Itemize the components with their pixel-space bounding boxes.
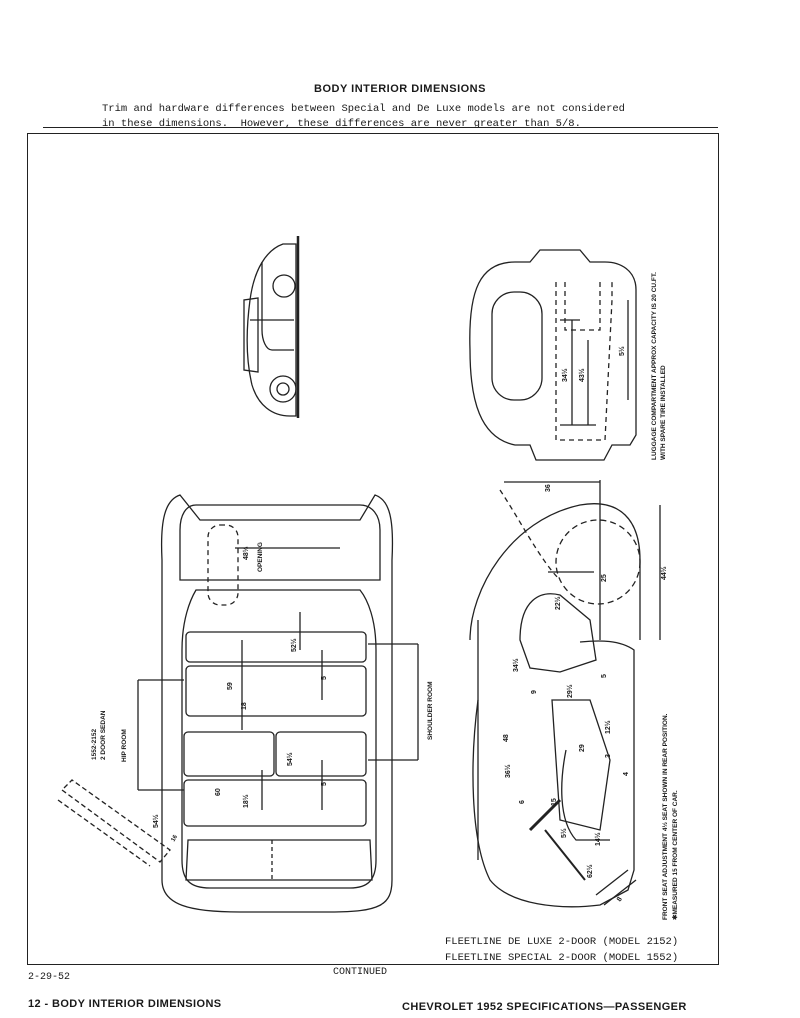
- dim-front-cushion: 18½: [242, 794, 250, 808]
- footer-publication-title: CHEVROLET 1952 SPECIFICATIONS—PASSENGER: [402, 1001, 687, 1013]
- header-rule: [43, 127, 718, 128]
- shoulder-room-label: SHOULDER ROOM: [427, 682, 434, 741]
- model-code: 1552-2152: [91, 729, 98, 760]
- dimension-note-line-1: Trim and hardware differences between Sp…: [102, 103, 625, 115]
- dim-side-5b: 5½: [560, 828, 568, 838]
- dim-front-floor: 5: [321, 782, 328, 786]
- dim-side-36: 36½: [504, 764, 512, 778]
- model-caption-special: FLEETLINE SPECIAL 2-DOOR (MODEL 1552): [445, 952, 679, 964]
- body-style: 2 DOOR SEDAN: [100, 710, 107, 760]
- dim-side-34: 34½: [512, 658, 520, 672]
- car-thumbnail: [243, 236, 300, 418]
- dim-side-14: 14½: [594, 832, 602, 846]
- dim-side-12: 12½: [604, 720, 612, 734]
- dim-side-6: 6: [519, 800, 526, 804]
- opening-label: OPENING: [257, 542, 264, 572]
- dim-trunk-depth: 5½: [618, 346, 626, 356]
- measured-from-center-note: ✱MEASURED 15 FROM CENTER OF CAR.: [671, 790, 679, 920]
- dim-side-29: 29½: [566, 684, 574, 698]
- revision-date: 2-29-52: [28, 972, 71, 983]
- dim-side-9: 9: [531, 690, 538, 694]
- dim-side-62: 62½: [586, 864, 594, 878]
- plan-view: [57, 494, 419, 913]
- dim-rear-floor: 5: [321, 676, 328, 680]
- dim-trunk-height: 34½: [561, 368, 569, 382]
- drawing-frame: [27, 133, 719, 965]
- dim-side-8: 8: [616, 896, 624, 903]
- dim-door-angle: 16: [171, 834, 180, 843]
- dim-rear-shoulder: 52½: [290, 638, 298, 652]
- dim-side-44: 44½: [660, 566, 668, 580]
- front-seat-adjustment-note: FRONT SEAT ADJUSTMENT 4½ SEAT SHOWN IN R…: [661, 713, 669, 920]
- dim-side-5: 5: [601, 674, 608, 678]
- hip-room-label: HIP ROOM: [121, 729, 128, 762]
- model-caption-deluxe: FLEETLINE DE LUXE 2-DOOR (MODEL 2152): [445, 936, 679, 948]
- dim-side-22: 22½: [554, 596, 562, 610]
- dim-side-3: 3: [605, 754, 612, 758]
- luggage-capacity-note: LUGGAGE COMPARTMENT APPROX CAPACITY IS 2…: [651, 272, 658, 460]
- footer-section-title: 12 - BODY INTERIOR DIMENSIONS: [28, 998, 222, 1010]
- dim-front-hip: 60: [215, 788, 222, 796]
- luggage-compartment-view: [469, 249, 637, 461]
- continued-label: CONTINUED: [333, 967, 388, 978]
- dim-side-48: 48: [503, 734, 510, 742]
- drawing-labels: LUGGAGE COMPARTMENT APPROX CAPACITY IS 2…: [91, 272, 679, 920]
- dim-trunk-opening: 48½: [242, 546, 250, 560]
- dim-rear-hip: 59: [227, 682, 234, 690]
- dim-front-seat-width: 54½: [286, 752, 294, 766]
- side-section-view: [469, 480, 661, 908]
- dim-trunk-height-2: 43½: [578, 368, 586, 382]
- dim-roof-length: 36: [545, 484, 552, 492]
- dim-side-29b: 29: [579, 744, 586, 752]
- dim-side-15: 15: [551, 798, 558, 806]
- dim-door: 54½: [152, 814, 160, 828]
- dim-rear-cushion: 18: [241, 702, 248, 710]
- dim-side-4: 4: [623, 772, 630, 776]
- luggage-spare-tire-note: WITH SPARE TIRE INSTALLED: [660, 365, 667, 460]
- dim-side-25: 25: [601, 574, 608, 582]
- page-title: BODY INTERIOR DIMENSIONS: [314, 83, 486, 95]
